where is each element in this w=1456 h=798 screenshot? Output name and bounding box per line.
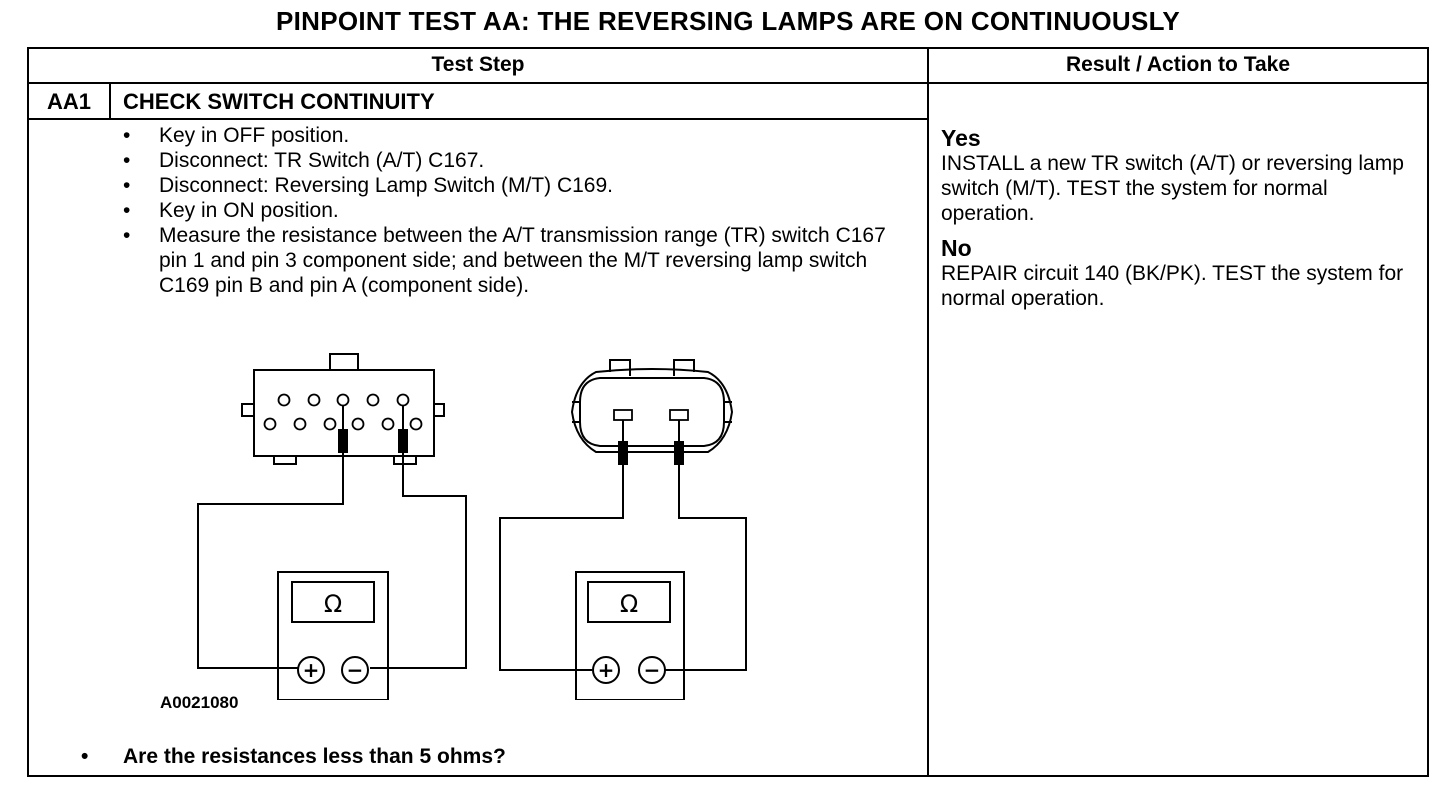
instruction-item: Measure the resistance between the A/T t… (115, 223, 905, 298)
left-meter-lead-plus (197, 452, 344, 669)
step-id: AA1 (46, 89, 91, 114)
figure-id: A0021080 (160, 693, 239, 712)
instruction-item: Key in ON position. (115, 198, 905, 223)
right-meter-lead-minus (664, 464, 747, 671)
left-minus-terminal: − (347, 658, 364, 682)
step-title: CHECK SWITCH CONTINUITY (123, 89, 435, 114)
yes-action: INSTALL a new TR switch (A/T) or reversi… (941, 152, 1404, 225)
left-meter-ohm-symbol: Ω (324, 590, 342, 618)
pinpoint-test-table: Test Step Result / Action to Take AA1 CH… (27, 47, 1429, 777)
right-meter-ohm-symbol: Ω (620, 590, 638, 618)
step-instructions: Key in OFF position. Disconnect: TR Swit… (115, 123, 905, 298)
yes-label: Yes (941, 125, 981, 151)
column-divider (927, 49, 929, 775)
step-question: Are the resistances less than 5 ohms? (81, 745, 506, 769)
right-plus-terminal: + (598, 658, 615, 682)
left-plus-terminal: + (303, 658, 320, 682)
result-no: No REPAIR circuit 140 (BK/PK). TEST the … (941, 235, 1411, 311)
step-id-divider (109, 84, 111, 119)
right-meter-lead-plus (499, 464, 624, 671)
page-title: PINPOINT TEST AA: THE REVERSING LAMPS AR… (275, 6, 1181, 36)
tr-switch-connector (241, 353, 445, 465)
ohmmeter-right (575, 571, 685, 700)
no-action: REPAIR circuit 140 (BK/PK). TEST the sys… (941, 262, 1404, 310)
right-minus-terminal: − (644, 658, 661, 682)
instruction-item: Disconnect: TR Switch (A/T) C167. (115, 148, 905, 173)
left-meter-lead-minus (370, 452, 467, 669)
instruction-item: Key in OFF position. (115, 123, 905, 148)
wiring-diagram: Ω Ω + − + − (197, 353, 747, 700)
reversing-lamp-switch-connector (570, 359, 734, 465)
result-header: Result / Action to Take (1065, 53, 1291, 76)
test-step-header: Test Step (431, 53, 525, 76)
result-yes: Yes INSTALL a new TR switch (A/T) or rev… (941, 125, 1411, 226)
no-label: No (941, 235, 972, 261)
instruction-item: Disconnect: Reversing Lamp Switch (M/T) … (115, 173, 905, 198)
step-title-divider (29, 118, 927, 120)
ohmmeter-left (277, 571, 389, 700)
header-divider (29, 82, 1427, 84)
